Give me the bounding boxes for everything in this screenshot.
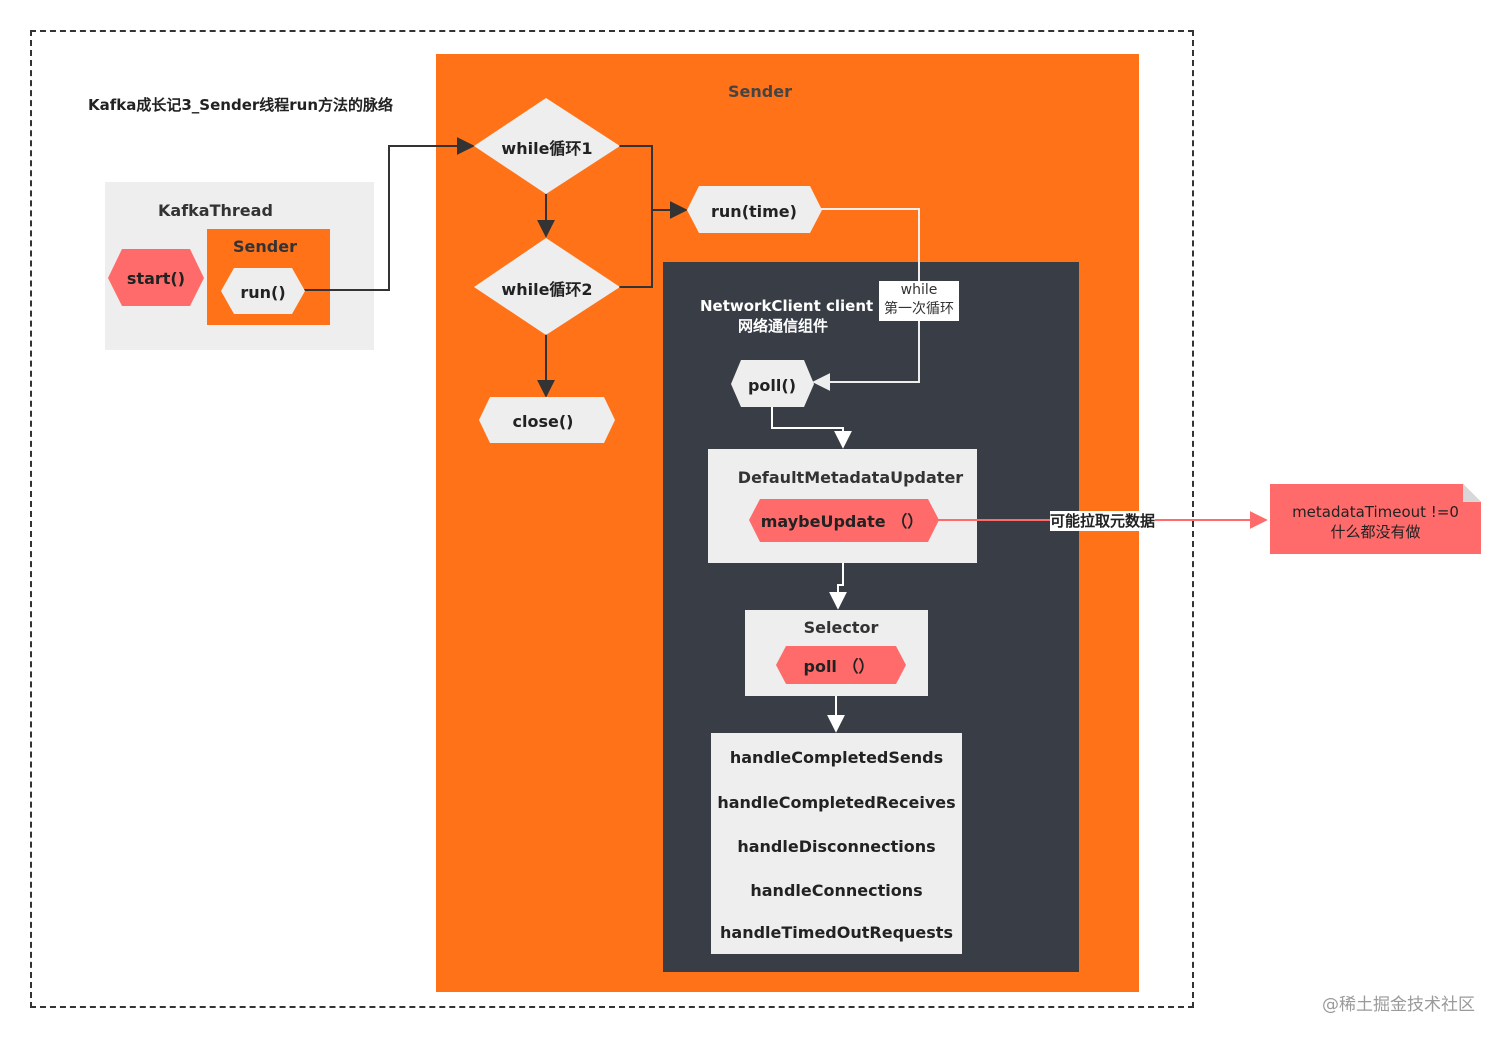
diagram-title: Kafka成长记3_Sender线程run方法的脉络	[88, 96, 394, 114]
poll-node	[731, 360, 814, 407]
handler-item: handleCompletedSends	[729, 748, 944, 767]
while1-node	[474, 98, 620, 194]
note-line2: 什么都没有做	[1330, 523, 1421, 541]
selector-poll-node	[776, 646, 906, 684]
metadata-timeout-note-text: metadataTimeout !=0 什么都没有做	[1270, 502, 1481, 542]
handler-item: handleConnections	[750, 881, 923, 900]
sender-label: Sender	[728, 82, 792, 101]
while-edge-label: while 第一次循环	[879, 281, 959, 321]
handlers-container	[711, 733, 962, 954]
kafka-thread-sender-label: Sender	[233, 237, 297, 256]
while-edge-label-line2: 第一次循环	[884, 301, 954, 317]
metadata-timeout-note	[1270, 484, 1481, 554]
metadata-updater-label: DefaultMetadataUpdater	[737, 468, 964, 487]
while2-node-label: while循环2	[501, 280, 592, 299]
selector-poll-node-label: poll （）	[804, 657, 875, 676]
selector-label: Selector	[803, 618, 879, 637]
maybe-update-node-label: maybeUpdate （）	[761, 512, 923, 531]
close-node	[479, 397, 615, 443]
while2-node	[474, 238, 620, 335]
edge-updater-to-selector	[829, 563, 847, 610]
start-node	[108, 249, 204, 306]
run-node	[221, 268, 305, 314]
kafka-thread-label: KafkaThread	[158, 201, 273, 220]
network-client-label: NetworkClient client 网络通信组件	[700, 296, 874, 336]
edge-run-to-while1	[304, 137, 475, 291]
edge-while1-loop	[619, 145, 653, 288]
start-node-label: start()	[127, 269, 185, 288]
network-client-label-line2: 网络通信组件	[737, 317, 828, 335]
network-client-label-line1: NetworkClient client	[700, 297, 874, 315]
edge-poll-to-updater	[771, 406, 852, 449]
handler-item: handleCompletedReceives	[717, 793, 956, 812]
while-edge-label-line1: while	[900, 282, 938, 298]
note-line1: metadataTimeout !=0	[1292, 503, 1459, 521]
maybe-fetch-metadata-label: 可能拉取元数据	[1050, 511, 1156, 531]
while1-node-label: while循环1	[501, 139, 592, 158]
poll-node-label: poll()	[748, 376, 796, 395]
run-time-node	[687, 186, 822, 233]
maybe-update-node	[749, 499, 939, 542]
close-node-label: close()	[513, 412, 574, 431]
run-node-label: run()	[240, 283, 285, 302]
handler-item: handleDisconnections	[737, 837, 936, 856]
handler-item: handleTimedOutRequests	[720, 923, 953, 942]
run-time-node-label: run(time)	[711, 202, 797, 221]
watermark: @稀土掘金技术社区	[1322, 995, 1475, 1015]
